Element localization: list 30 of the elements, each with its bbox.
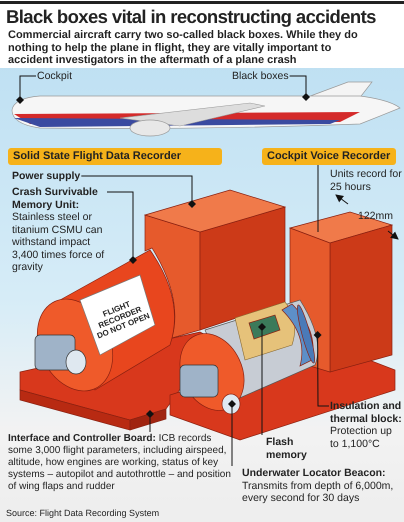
- leader-line: [106, 192, 137, 264]
- note-text: Units record for 25 hours: [330, 168, 402, 193]
- title: Black boxes vital in reconstructing accidents: [6, 6, 376, 28]
- section-banner: Cockpit Voice Recorder: [262, 148, 396, 165]
- callout-heading: Underwater Locator Beacon:: [242, 467, 387, 480]
- callout-label: Cockpit: [37, 70, 72, 82]
- section-banner: Solid State Flight Data Recorder: [8, 148, 222, 165]
- leader-line: [146, 410, 154, 432]
- leader-line: [289, 76, 310, 101]
- insulation-block: [282, 304, 315, 366]
- callout-label: Flash memory: [266, 436, 318, 461]
- base-plate: [20, 390, 166, 430]
- callout-label: Power supply: [12, 170, 80, 182]
- leader-line: [228, 400, 236, 466]
- callout-body: Transmits from depth of 6,000m, every second for 30 days: [242, 480, 394, 504]
- subtitle: Commercial aircraft carry two so-called black boxes. While they do nothing to help the plane in flight, they are vitally important to accident investigators in the aftermath of a plane crash: [8, 29, 359, 66]
- callout-label: Black boxes: [232, 70, 289, 82]
- callout-body: Protection up to 1,100°C: [330, 425, 393, 450]
- callout-text: Interface and Controller Board: ICB records some 3,000 flight parameters, including airspeed, altitude, how engines are working, status of key systems – autopilot and autothrottle – and position of wing flaps and rudder: [8, 433, 236, 493]
- callout-body: Stainless steel or titanium CSMU can withstand impact 3,400 times force of gravity: [12, 211, 106, 274]
- source-note: Source: Flight Data Recording System: [6, 508, 160, 518]
- leader-line: [258, 323, 266, 436]
- leader-line: [16, 76, 36, 104]
- memory-chip: [248, 314, 280, 340]
- dimension-label: 122mm: [358, 210, 394, 222]
- leader-line: [80, 176, 196, 208]
- beacon: [222, 394, 240, 414]
- callout-heading: Crash Survivable Memory Unit:: [12, 186, 99, 211]
- leader-line: [314, 331, 330, 406]
- airplane-drawing: [12, 82, 400, 136]
